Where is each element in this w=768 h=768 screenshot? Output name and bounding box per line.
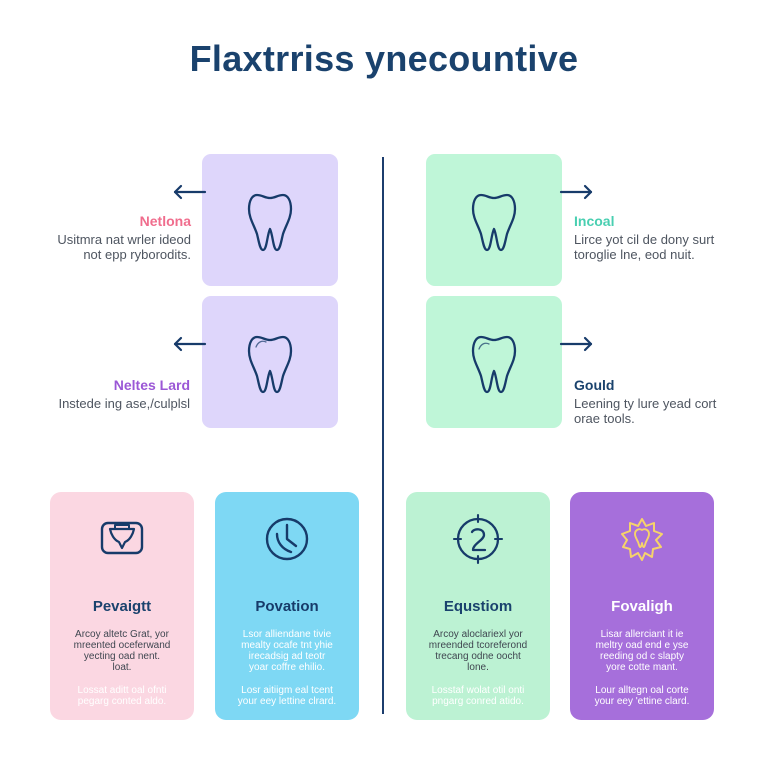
card-footer-line: your eey lettine clrard. bbox=[237, 696, 337, 707]
tooth-icon bbox=[247, 193, 293, 252]
top-left-label-block: Netlona Usitmra nat wrler ideod not epp … bbox=[41, 213, 191, 263]
card-body-line: Arcoy aloclariexl yor bbox=[433, 629, 523, 640]
top-left-label-title: Netlona bbox=[139, 213, 191, 229]
card-body-line: lone. bbox=[467, 662, 489, 673]
card-body-line: trecang odne oocht bbox=[435, 651, 521, 662]
target-number-icon bbox=[452, 513, 504, 565]
page-title: Flaxtrriss ynecountive bbox=[189, 38, 579, 79]
card-gap bbox=[406, 673, 550, 685]
card-body-line: loat. bbox=[112, 662, 132, 673]
card-equstiom: Equstiom Arcoy aloclariexl yor mreended … bbox=[406, 492, 550, 720]
card-body-line: yecting oad nent. bbox=[83, 651, 161, 662]
arrow-left-icon bbox=[173, 184, 207, 200]
card-povation: Povation Lsor alliendane tivie mealty oc… bbox=[215, 492, 359, 720]
card-footer-line: Losr aitiigm eal tcent bbox=[241, 685, 333, 696]
bottom-left-label-line-1: Instede ing ase,/culplsl bbox=[58, 396, 190, 411]
arrow-left-icon bbox=[173, 336, 207, 352]
card-footer-line: Lour alltegn oal corte bbox=[595, 685, 689, 696]
card-title: Pevaigtt bbox=[92, 598, 152, 615]
card-gap bbox=[215, 673, 359, 685]
tooth-icon bbox=[247, 335, 293, 394]
card-footer-line: your eey 'ettine clard. bbox=[594, 696, 690, 707]
card-title: Fovaligh bbox=[611, 598, 673, 615]
card-body-line: meltry oad end e yse bbox=[595, 640, 689, 651]
card-body: Arcoy aloclariexl yor mreended tcorefero… bbox=[406, 629, 550, 707]
tooth-tile-top-left bbox=[202, 154, 338, 286]
bottom-left-label-title: Neltes Lard bbox=[113, 377, 190, 393]
arrow-right-icon bbox=[559, 336, 593, 352]
top-right-label-line-1: Lirce yot cil de dony surt bbox=[574, 232, 715, 247]
bottom-right-label-line-1: Leening ty lure yead cort bbox=[574, 396, 717, 411]
top-right-label-title: Incoal bbox=[574, 213, 615, 229]
top-right-label-line-2: toroglie lne, eod nuit. bbox=[574, 247, 695, 262]
tooth-tile-top-right bbox=[426, 154, 562, 286]
card-body-line: irecadsig ad teotr bbox=[248, 651, 326, 662]
card-gap bbox=[570, 673, 714, 685]
card-body-line: Lisar allerciant it ie bbox=[600, 629, 684, 640]
tooth-icon bbox=[471, 193, 517, 252]
sun-tooth-icon bbox=[621, 518, 663, 561]
card-icon-wrap bbox=[95, 512, 149, 566]
card-body: Arcoy altetc Grat, yor mreented oceferwa… bbox=[50, 629, 194, 707]
card-icon-wrap bbox=[451, 512, 505, 566]
card-icon-wrap bbox=[615, 512, 669, 566]
card-body-line: reeding od c slapty bbox=[600, 651, 684, 662]
bottom-right-label-title: Gould bbox=[574, 377, 615, 393]
center-divider bbox=[382, 157, 384, 714]
card-body-line: Lsor alliendane tivie bbox=[242, 629, 332, 640]
card-fovaligh: Fovaligh Lisar allerciant it ie meltry o… bbox=[570, 492, 714, 720]
top-left-label-line-2: not epp ryborodits. bbox=[83, 247, 191, 262]
card-gap bbox=[50, 673, 194, 685]
card-footer-line: Losstaf wolat otil onti bbox=[431, 685, 525, 696]
card-footer-line: pegarg conted aldo. bbox=[77, 696, 167, 707]
top-right-label-block: Incoal Lirce yot cil de dony surt torogl… bbox=[574, 213, 724, 263]
card-footer-line: Lossat aditt oal ofnti bbox=[77, 685, 167, 696]
card-body-line: mreented oceferwand bbox=[73, 640, 171, 651]
card-title: Povation bbox=[255, 598, 319, 615]
card-icon-wrap bbox=[260, 512, 314, 566]
tooth-crown-frame-icon bbox=[100, 521, 144, 555]
card-body-line: mreended tcoreferond bbox=[428, 640, 528, 651]
card-body-line: mealty ocafe tnt yhie bbox=[241, 640, 333, 651]
arrow-right-icon bbox=[559, 184, 593, 200]
card-body-line: yoar coffre ehilio. bbox=[249, 662, 325, 673]
bottom-left-label-block: Neltes Lard Instede ing ase,/culplsl bbox=[40, 377, 190, 412]
card-pevaigtt: Pevaigtt Arcoy altetc Grat, yor mreented… bbox=[50, 492, 194, 720]
bottom-right-label-line-2: orae tools. bbox=[574, 411, 635, 426]
card-title: Equstiom bbox=[443, 598, 513, 615]
tooth-tile-bottom-right bbox=[426, 296, 562, 428]
tooth-tile-bottom-left bbox=[202, 296, 338, 428]
card-body-line: yore cotte mant. bbox=[606, 662, 678, 673]
card-body-line: Arcoy altetc Grat, yor bbox=[75, 629, 169, 640]
top-left-label-line-1: Usitmra nat wrler ideod bbox=[57, 232, 191, 247]
card-footer-line: pngarg conred atido. bbox=[432, 696, 524, 707]
dental-gauge-icon bbox=[265, 517, 309, 561]
card-body: Lisar allerciant it ie meltry oad end e … bbox=[570, 629, 714, 707]
card-body: Lsor alliendane tivie mealty ocafe tnt y… bbox=[215, 629, 359, 707]
tooth-icon bbox=[471, 335, 517, 394]
bottom-right-label-block: Gould Leening ty lure yead cort orae too… bbox=[574, 377, 724, 427]
